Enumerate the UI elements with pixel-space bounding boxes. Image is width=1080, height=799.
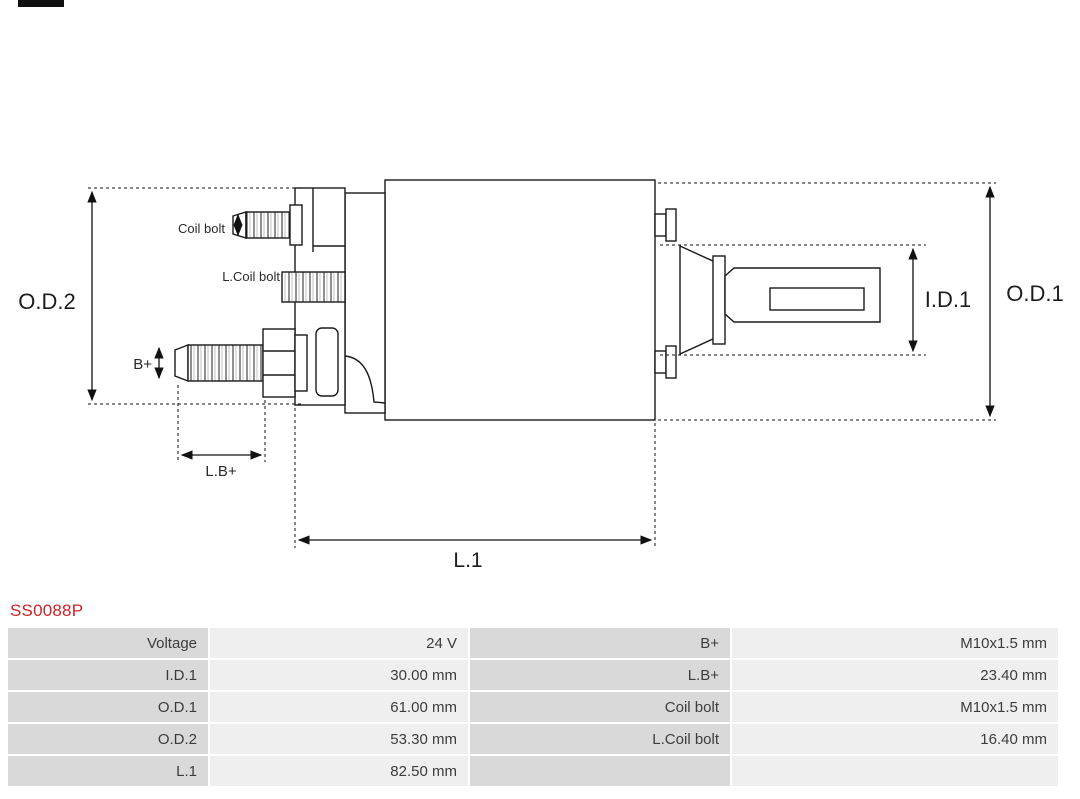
spec-label-cell: O.D.2 bbox=[8, 724, 208, 754]
spec-value-cell bbox=[732, 756, 1058, 786]
spec-label-cell: Voltage bbox=[8, 628, 208, 658]
spec-value-cell: 24 V bbox=[210, 628, 468, 658]
dimension-extension-lines bbox=[88, 182, 996, 548]
spec-label-cell: L.B+ bbox=[470, 660, 730, 690]
od1-label: O.D.1 bbox=[1006, 281, 1063, 306]
b-plus-label: B+ bbox=[133, 356, 152, 373]
od2-label: O.D.2 bbox=[18, 289, 75, 314]
spec-value-cell: 23.40 mm bbox=[732, 660, 1058, 690]
spec-value-cell: 82.50 mm bbox=[210, 756, 468, 786]
spec-value-cell: 30.00 mm bbox=[210, 660, 468, 690]
spec-value-cell: 53.30 mm bbox=[210, 724, 468, 754]
spec-row: Voltage 24 V B+ M10x1.5 mm bbox=[8, 628, 1058, 658]
spec-value-cell: 61.00 mm bbox=[210, 692, 468, 722]
spec-label-cell: Coil bolt bbox=[470, 692, 730, 722]
spec-label-cell bbox=[470, 756, 730, 786]
id1-label: I.D.1 bbox=[925, 287, 971, 312]
spec-value-cell: M10x1.5 mm bbox=[732, 692, 1058, 722]
spec-label-cell: L.1 bbox=[8, 756, 208, 786]
solenoid-technical-drawing: O.D.2 O.D.1 I.D.1 L.1 L.B+ B+ Coil bolt … bbox=[18, 179, 1064, 572]
spec-row: L.1 82.50 mm bbox=[8, 756, 1058, 786]
spec-label-cell: L.Coil bolt bbox=[470, 724, 730, 754]
spec-value-cell: M10x1.5 mm bbox=[732, 628, 1058, 658]
spec-row: O.D.2 53.30 mm L.Coil bolt 16.40 mm bbox=[8, 724, 1058, 754]
solenoid-body-outline bbox=[174, 179, 881, 421]
spec-row: O.D.1 61.00 mm Coil bolt M10x1.5 mm bbox=[8, 692, 1058, 722]
part-number: SS0088P bbox=[10, 601, 84, 620]
spec-label-cell: B+ bbox=[470, 628, 730, 658]
lb-plus-label: L.B+ bbox=[205, 463, 237, 480]
spec-table: Voltage 24 V B+ M10x1.5 mm I.D.1 30.00 m… bbox=[6, 626, 1060, 788]
spec-label-cell: O.D.1 bbox=[8, 692, 208, 722]
coil-bolt-label: Coil bolt bbox=[178, 221, 225, 236]
dimension-arrows bbox=[87, 185, 995, 545]
spec-label-cell: I.D.1 bbox=[8, 660, 208, 690]
l-coil-bolt-label: L.Coil bolt bbox=[222, 269, 280, 284]
spec-value-cell: 16.40 mm bbox=[732, 724, 1058, 754]
spec-row: I.D.1 30.00 mm L.B+ 23.40 mm bbox=[8, 660, 1058, 690]
logo-bar bbox=[18, 0, 64, 7]
l1-label: L.1 bbox=[453, 549, 482, 572]
